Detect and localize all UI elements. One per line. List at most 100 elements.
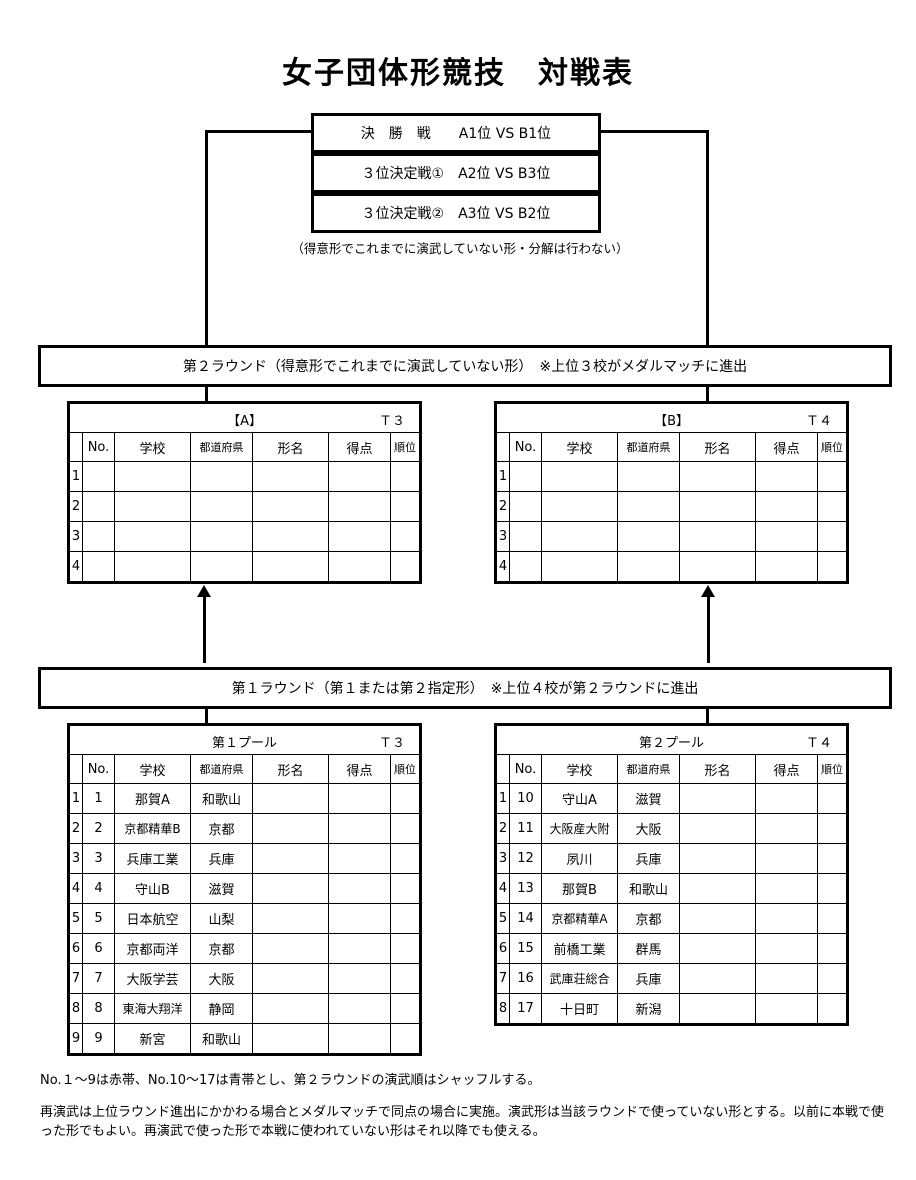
pool-name: 【B】 — [654, 414, 689, 429]
kata-name-cell — [679, 993, 756, 1025]
rank-cell — [816, 993, 849, 1025]
round1-label-box: 第１ラウンド（第１または第２指定形） ※上位４校が第２ラウンドに進出 — [38, 667, 892, 709]
kata-name-cell — [679, 521, 756, 552]
entry-number — [82, 461, 115, 492]
score-cell — [328, 1023, 391, 1055]
column-header-pref: 都道府県 — [617, 754, 680, 784]
column-header-pref: 都道府県 — [617, 432, 680, 462]
kata-name-cell — [252, 873, 329, 904]
entry-number: 13 — [509, 873, 542, 904]
rank-cell — [389, 873, 422, 904]
rank-cell — [816, 843, 849, 874]
prefecture: 群馬 — [617, 933, 680, 964]
court-label: Ｔ３ — [379, 736, 406, 751]
column-header-blank — [495, 432, 510, 462]
rank-cell — [816, 491, 849, 522]
kata-name-cell — [679, 813, 756, 844]
entry-number: 11 — [509, 813, 542, 844]
rank-cell — [816, 783, 849, 814]
rank-cell — [389, 461, 422, 492]
school-name — [541, 551, 618, 583]
rank-cell — [816, 933, 849, 964]
entry-number: 9 — [82, 1023, 115, 1055]
school-name — [541, 521, 618, 552]
row-index: 2 — [68, 813, 83, 844]
bracket-line-left-vertical — [205, 130, 208, 346]
rank-cell — [389, 783, 422, 814]
prefecture: 和歌山 — [617, 873, 680, 904]
prefecture: 兵庫 — [617, 963, 680, 994]
score-cell — [328, 993, 391, 1024]
round2-connector-right — [706, 386, 709, 403]
kata-name-cell — [252, 783, 329, 814]
row-index: 7 — [495, 963, 510, 994]
round1-connector-right — [706, 708, 709, 725]
table-row: 4 — [495, 551, 849, 583]
kata-name-cell — [679, 461, 756, 492]
round1-connector-left — [205, 708, 208, 725]
rank-cell — [389, 491, 422, 522]
prefecture — [617, 491, 680, 522]
kata-name-cell — [252, 993, 329, 1024]
score-cell — [755, 993, 818, 1025]
prefecture: 兵庫 — [617, 843, 680, 874]
entry-number: 10 — [509, 783, 542, 814]
row-index: 6 — [495, 933, 510, 964]
school-name: 日本航空 — [114, 903, 191, 934]
row-index: 3 — [495, 843, 510, 874]
bracket-line-right-vertical — [706, 130, 709, 346]
pool-header: 【B】Ｔ４ — [494, 402, 849, 433]
column-header-pref: 都道府県 — [190, 754, 253, 784]
kata-name-cell — [252, 903, 329, 934]
school-name — [541, 491, 618, 522]
school-name — [114, 491, 191, 522]
rank-cell — [389, 1023, 422, 1055]
column-header-no: No. — [509, 432, 542, 462]
arrow-up-icon — [701, 585, 715, 597]
row-index: 5 — [495, 903, 510, 934]
pool-name: 【A】 — [227, 414, 262, 429]
school-name: 夙川 — [541, 843, 618, 874]
school-name: 十日町 — [541, 993, 618, 1025]
table-row: 2 — [495, 491, 849, 522]
bracket-line-right-top — [601, 130, 709, 133]
round2-connector-left — [205, 386, 208, 403]
entry-number — [82, 521, 115, 552]
school-name: 那賀A — [114, 783, 191, 814]
rank-cell — [816, 873, 849, 904]
rank-cell — [816, 521, 849, 552]
kata-name-cell — [252, 491, 329, 522]
kata-name-cell — [252, 813, 329, 844]
entry-number: 6 — [82, 933, 115, 964]
pool-name: 第２プール — [639, 736, 705, 751]
column-header-rank: 順位 — [389, 754, 422, 784]
school-name: 那賀B — [541, 873, 618, 904]
rank-cell — [816, 551, 849, 583]
score-cell — [328, 461, 391, 492]
column-header-kata: 形名 — [252, 754, 329, 784]
score-cell — [328, 551, 391, 583]
score-cell — [328, 783, 391, 814]
score-cell — [328, 491, 391, 522]
prefecture: 滋賀 — [190, 873, 253, 904]
kata-name-cell — [679, 491, 756, 522]
entry-number — [82, 491, 115, 522]
column-header-rank: 順位 — [816, 754, 849, 784]
rank-cell — [389, 813, 422, 844]
kata-name-cell — [679, 783, 756, 814]
entry-number: 12 — [509, 843, 542, 874]
column-header-no: No. — [82, 754, 115, 784]
row-index: 6 — [68, 933, 83, 964]
